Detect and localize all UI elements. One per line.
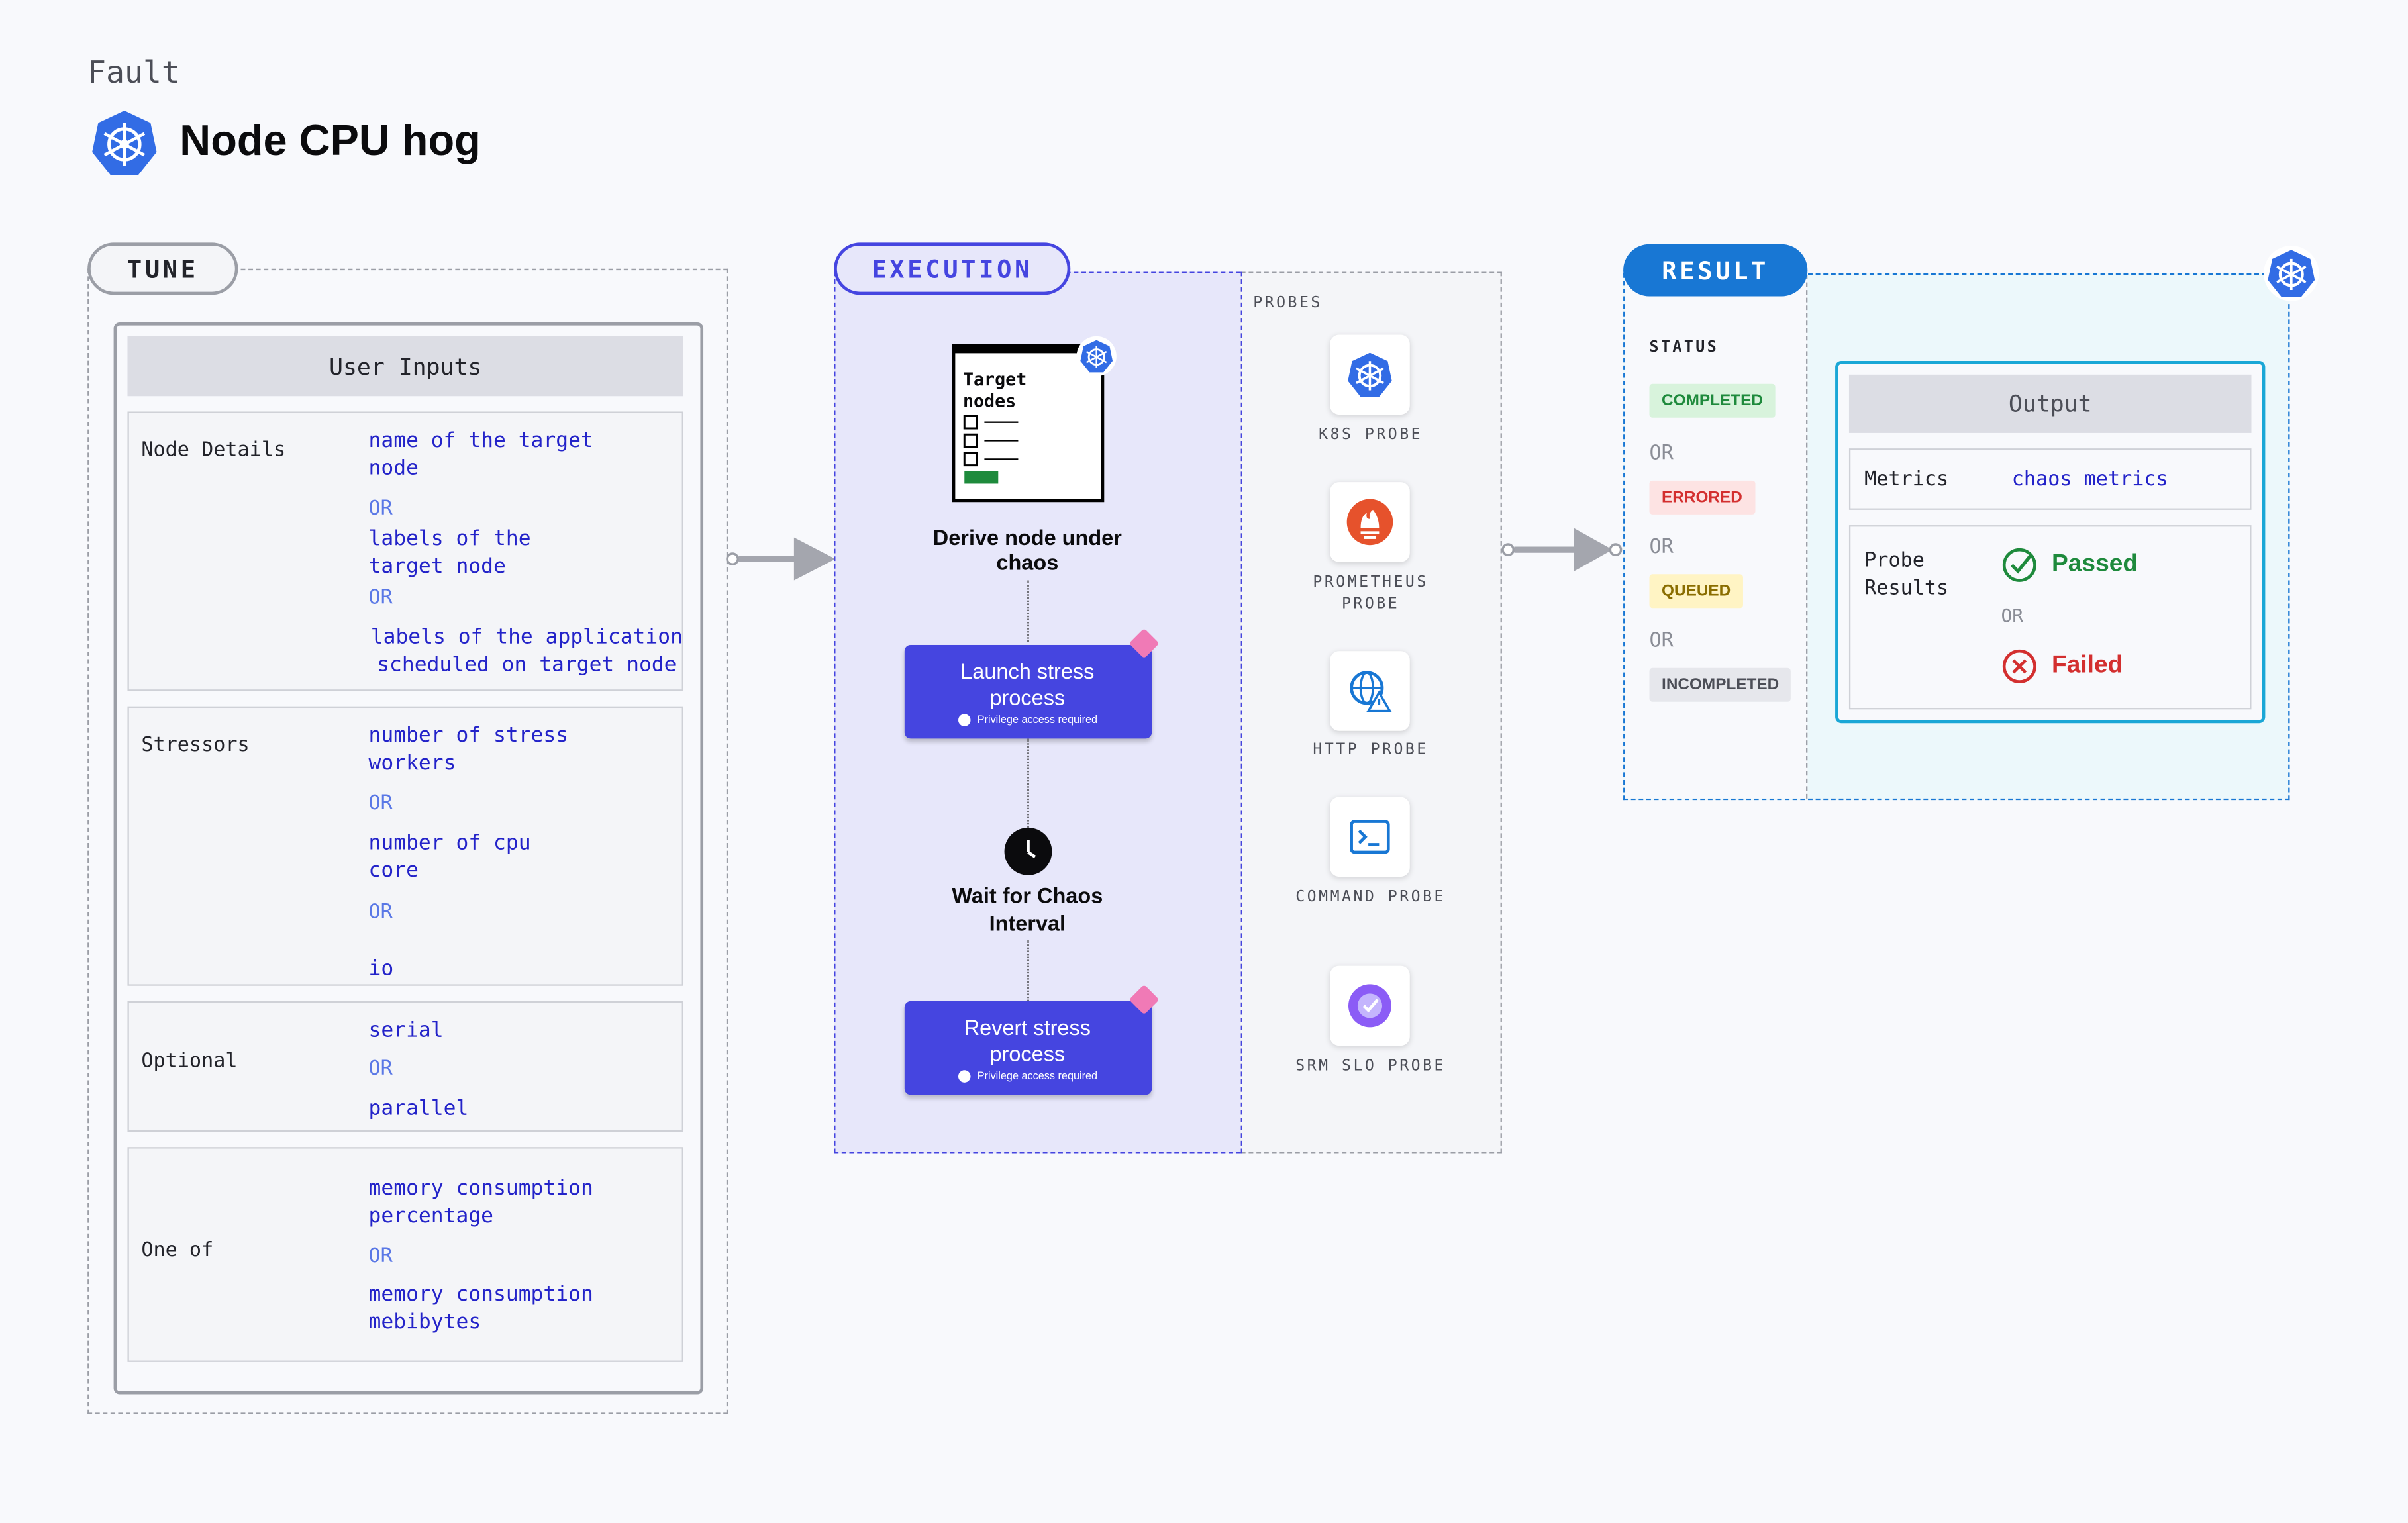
flow-arrow-icon (726, 537, 836, 581)
row-value: number of stress workers (368, 723, 569, 776)
status-heading: STATUS (1649, 339, 1719, 356)
page-title: Node CPU hog (179, 117, 481, 165)
status-badge-errored: ERRORED (1649, 480, 1755, 515)
privilege-note: Privilege access required (977, 1071, 1098, 1082)
kubernetes-icon (1076, 336, 1117, 377)
probe-label: HTTP PROBE (1313, 742, 1429, 759)
prometheus-icon (1330, 482, 1410, 562)
status-badge-completed: COMPLETED (1649, 383, 1776, 418)
input-row-optional: Optional serial OR parallel (127, 1001, 683, 1132)
tune-pill: TUNE (87, 242, 238, 295)
row-label: Optional (141, 1050, 238, 1073)
flow-arrow-icon (1501, 528, 1623, 571)
probe-label: COMMAND PROBE (1295, 889, 1446, 907)
kubernetes-logo-icon (91, 109, 158, 177)
target-nodes-title: Target nodes (962, 368, 1027, 412)
terminal-icon (1330, 797, 1410, 877)
probe-label: PROMETHEUS PROBE (1313, 574, 1429, 613)
or-label: OR (1649, 442, 1674, 466)
or-label: OR (1649, 629, 1674, 653)
row-value: serial (368, 1018, 444, 1043)
or-label: OR (368, 1245, 393, 1269)
metrics-value: chaos metrics (2011, 468, 2168, 492)
check-circle-icon (2002, 548, 2036, 582)
row-value: memory consumption percentage (368, 1176, 593, 1229)
result-pill: RESULT (1623, 244, 1808, 297)
page-kicker: Fault (87, 54, 180, 91)
row-label: Node Details (141, 439, 286, 462)
step-wait-interval: Wait for Chaos Interval (952, 883, 1103, 936)
clock-icon (1004, 827, 1052, 875)
step-title: Revert stress process (964, 1014, 1091, 1066)
input-row-stressors: Stressors number of stress workers OR nu… (127, 706, 683, 986)
or-label: OR (1649, 536, 1674, 560)
input-row-one-of: One of memory consumption percentage OR … (127, 1147, 683, 1362)
status-badge-queued: QUEUED (1649, 574, 1743, 609)
checklist-icon (963, 415, 1019, 484)
row-value: number of cpu core (368, 830, 531, 883)
or-label: OR (2001, 605, 2024, 627)
or-label: OR (368, 901, 393, 924)
output-header: Output (1848, 374, 2252, 433)
globe-warning-icon (1330, 651, 1410, 731)
or-label: OR (368, 497, 393, 521)
metrics-label: Metrics (1864, 468, 1949, 492)
step-derive-node: Derive node under chaos (932, 525, 1122, 575)
target-nodes-card: Target nodes (952, 344, 1105, 503)
or-label: OR (368, 1057, 393, 1081)
x-circle-icon (2002, 649, 2036, 683)
kubernetes-icon (2264, 246, 2319, 301)
metrics-row: Metrics chaos metrics (1848, 448, 2252, 510)
row-label: One of (141, 1239, 214, 1263)
execution-pill: EXECUTION (834, 242, 1071, 295)
row-label: Stressors (141, 734, 250, 758)
srm-slo-icon (1330, 965, 1410, 1046)
user-inputs-header: User Inputs (127, 336, 683, 397)
probe-label: K8S PROBE (1319, 426, 1423, 444)
or-label: OR (368, 792, 393, 816)
passed-label: Passed (2052, 551, 2138, 577)
row-value: name of the target node (368, 428, 593, 481)
k8s-probe-icon (1330, 334, 1410, 415)
step-revert-stress: Revert stress process Privilege access r… (904, 984, 1160, 1095)
row-value: io (368, 956, 394, 981)
step-title: Launch stress process (960, 658, 1095, 710)
row-value: labels of the target node (368, 526, 531, 579)
row-value: memory consumption mebibytes (368, 1282, 593, 1335)
row-value: parallel (368, 1096, 469, 1121)
probe-label: SRM SLO PROBE (1295, 1057, 1446, 1075)
lock-icon (958, 714, 972, 726)
or-label: OR (368, 586, 393, 610)
failed-label: Failed (2052, 652, 2123, 679)
privilege-note: Privilege access required (977, 714, 1098, 726)
probes-heading: PROBES (1253, 295, 1323, 312)
probe-results-row: Probe Results Passed OR Failed (1848, 525, 2252, 710)
row-value: labels of the application scheduled on t… (370, 624, 683, 677)
probe-results-label: Probe Results (1864, 550, 1949, 601)
status-badge-incompleted: INCOMPLETED (1649, 667, 1791, 702)
lock-icon (958, 1070, 972, 1083)
tune-section (87, 268, 728, 1414)
input-row-node-details: Node Details name of the target node OR … (127, 411, 683, 691)
step-launch-stress: Launch stress process Privilege access r… (904, 628, 1160, 739)
